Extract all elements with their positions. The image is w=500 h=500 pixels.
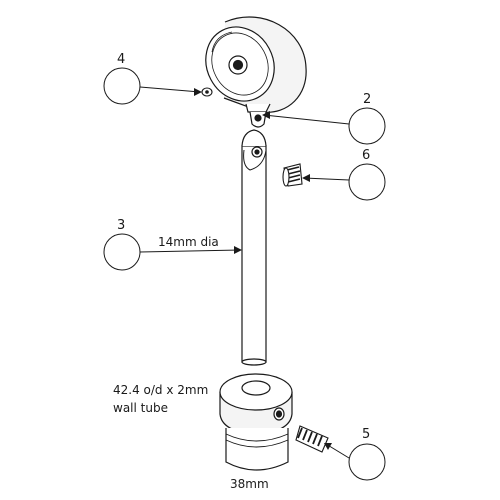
rod-diameter-label: 14mm dia xyxy=(158,235,219,249)
grub-screw-part-4 xyxy=(201,87,213,97)
rod xyxy=(241,129,267,366)
base-width-label: 38mm xyxy=(230,477,269,491)
tube-spec-line-1: 42.4 o/d x 2mm xyxy=(113,383,208,397)
callout-5-number: 5 xyxy=(362,427,370,442)
callout-4-number: 4 xyxy=(117,52,125,67)
screw-part-6 xyxy=(282,163,303,187)
callout-5: 5 xyxy=(324,427,386,481)
callout-2-number: 2 xyxy=(363,92,371,107)
base-socket xyxy=(219,373,293,471)
callout-4: 4 xyxy=(103,52,202,105)
callout-3-number: 3 xyxy=(117,218,125,233)
top-end-cap xyxy=(205,16,307,128)
callout-2: 2 xyxy=(262,92,386,145)
callout-6-number: 6 xyxy=(362,148,370,163)
set-screw-part-5 xyxy=(295,425,329,453)
callout-3: 3 xyxy=(103,218,242,271)
tube-spec-line-2: wall tube xyxy=(113,401,168,415)
callout-6: 6 xyxy=(302,148,386,201)
